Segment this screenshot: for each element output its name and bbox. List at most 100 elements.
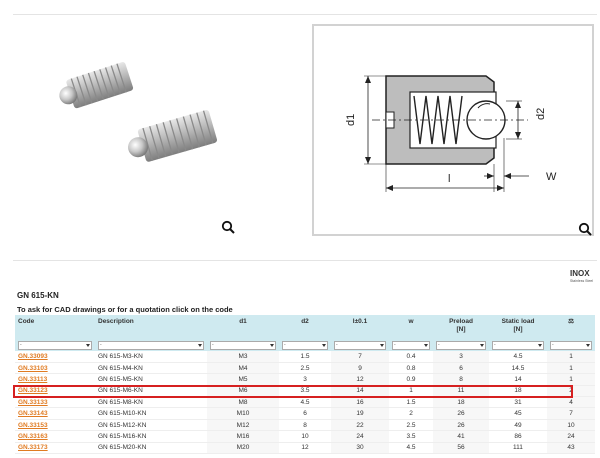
- product-code-link[interactable]: GN.33143: [18, 410, 48, 418]
- cell-d2: 8: [279, 419, 331, 432]
- cell-code: GN.33113: [15, 373, 95, 386]
- cell-preload: 6: [433, 362, 489, 375]
- cell-preload: 41: [433, 430, 489, 443]
- product-code-link[interactable]: GN.33103: [18, 364, 48, 372]
- cell-static-load: 111: [489, 442, 547, 455]
- cell-d1: M12: [207, 419, 279, 432]
- col-header-preload: Preload[N]: [433, 315, 489, 339]
- spring-plunger-photo: [59, 62, 218, 162]
- cell-description: GN 615-M6-KN: [95, 385, 207, 398]
- cell-code: GN.33153: [15, 419, 95, 432]
- filter-select-l[interactable]: -: [334, 340, 386, 350]
- cell-d1: M16: [207, 430, 279, 443]
- product-code-link[interactable]: GN.33173: [18, 444, 48, 452]
- cell-d2: 10: [279, 430, 331, 443]
- product-code-link[interactable]: GN.33163: [18, 432, 48, 440]
- cell-l: 12: [331, 373, 389, 386]
- filter-select-weight[interactable]: -: [550, 340, 592, 350]
- cell-w: 0.9: [389, 373, 433, 386]
- cell-d2: 6: [279, 407, 331, 420]
- product-code-link[interactable]: GN.33093: [18, 352, 48, 360]
- inox-badge-subtext: Stainless Steel: [570, 279, 593, 283]
- col-header-description: Description: [95, 315, 207, 339]
- cell-l: 16: [331, 396, 389, 409]
- technical-drawing[interactable]: d1 d2 l W: [312, 24, 594, 236]
- filter-select-static-load[interactable]: -: [492, 340, 544, 350]
- plunger-cross-section-diagram: d1 d2 l W: [345, 75, 557, 192]
- cell-w: 3.5: [389, 430, 433, 443]
- l-label: l: [448, 173, 450, 185]
- filter-select-description[interactable]: -: [98, 340, 204, 350]
- magnifier-icon[interactable]: [578, 222, 592, 236]
- cell-code: GN.33143: [15, 407, 95, 420]
- filter-select-w[interactable]: -: [392, 340, 430, 350]
- chevron-down-icon: [322, 343, 326, 347]
- cell-code: GN.33133: [15, 396, 95, 409]
- chevron-down-icon: [380, 343, 384, 347]
- cell-w: 1.5: [389, 396, 433, 409]
- cell-w: 0.4: [389, 351, 433, 363]
- inox-badge: INOX Stainless Steel: [570, 269, 593, 283]
- product-code-link[interactable]: GN.33123: [18, 387, 48, 395]
- col-header-code: Code: [15, 315, 95, 339]
- cell-d1: M3: [207, 351, 279, 363]
- top-divider: [13, 14, 597, 15]
- cell-code: GN.33163: [15, 430, 95, 443]
- cell-static-load: 49: [489, 419, 547, 432]
- cell-code: GN.33173: [15, 442, 95, 455]
- product-code-link[interactable]: GN.33113: [18, 375, 48, 383]
- inox-badge-text: INOX: [570, 269, 590, 278]
- cell-weight: 24: [547, 430, 595, 443]
- cell-d1: M10: [207, 407, 279, 420]
- magnifier-icon[interactable]: [221, 220, 235, 234]
- cell-static-load: 14: [489, 373, 547, 386]
- filter-select-d2[interactable]: -: [282, 340, 328, 350]
- chevron-down-icon: [270, 343, 274, 347]
- cell-description: GN 615-M3-KN: [95, 351, 207, 363]
- cell-preload: 3: [433, 351, 489, 363]
- cell-preload: 56: [433, 442, 489, 455]
- cell-description: GN 615-M10-KN: [95, 407, 207, 420]
- cell-w: 0.8: [389, 362, 433, 375]
- cad-instruction-text: To ask for CAD drawings or for a quotati…: [17, 305, 233, 314]
- cell-w: 1: [389, 385, 433, 398]
- filter-select-d1[interactable]: -: [210, 340, 276, 350]
- cell-code: GN.33093: [15, 351, 95, 363]
- cell-d1: M4: [207, 362, 279, 375]
- table-filter-row: - - - - - - - - -: [15, 339, 595, 351]
- cell-description: GN 615-M20-KN: [95, 442, 207, 455]
- chevron-down-icon: [86, 343, 90, 347]
- d1-label: d1: [345, 114, 357, 126]
- product-photo[interactable]: [13, 22, 251, 238]
- filter-select-code[interactable]: -: [18, 340, 92, 350]
- cell-d2: 4.5: [279, 396, 331, 409]
- cell-d2: 2.5: [279, 362, 331, 375]
- cell-weight: 7: [547, 407, 595, 420]
- table-header-row: Code Description d1 d2 l±0.1 w Preload[N…: [15, 315, 595, 339]
- cell-preload: 11: [433, 385, 489, 398]
- chevron-down-icon: [480, 343, 484, 347]
- cell-d2: 1.5: [279, 351, 331, 363]
- col-header-weight: ⚖: [547, 315, 595, 339]
- cell-static-load: 4.5: [489, 351, 547, 363]
- col-header-static-load: Static load[N]: [489, 315, 547, 339]
- w-label: W: [546, 171, 557, 183]
- filter-select-preload[interactable]: -: [436, 340, 486, 350]
- product-title: GN 615-KN: [17, 291, 59, 300]
- cell-d1: M6: [207, 385, 279, 398]
- product-code-link[interactable]: GN.33133: [18, 398, 48, 406]
- product-code-link[interactable]: GN.33153: [18, 421, 48, 429]
- cell-code: GN.33103: [15, 362, 95, 375]
- cell-weight: 4: [547, 396, 595, 409]
- cell-weight: 1: [547, 373, 595, 386]
- product-table: Code Description d1 d2 l±0.1 w Preload[N…: [15, 315, 595, 455]
